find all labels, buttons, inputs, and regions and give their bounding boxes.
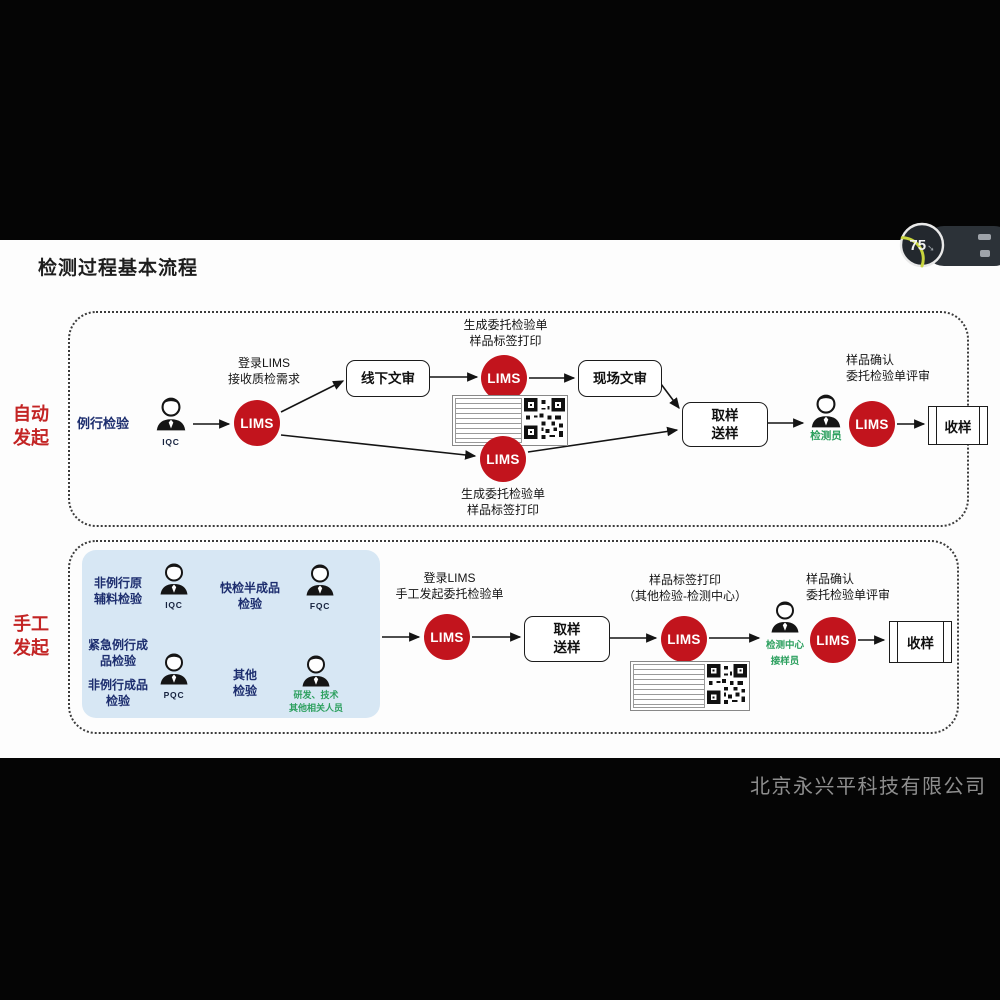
actor-iqc-manual-role: IQC [165,600,183,610]
label-table [633,664,705,708]
actor-pqc [156,651,192,687]
label-qr [524,398,565,443]
actor-fqc [302,562,338,598]
source-nonroutine-finished: 非例行成品检验 [87,678,148,708]
predefined-process-bar [897,622,898,662]
actor-test-center [767,599,803,635]
predefined-process-bar [936,407,937,444]
actor-iqc [152,395,190,433]
box-onsite-review: 现场文审 [578,360,662,397]
screen-recorder-overlay[interactable]: 75➘ [898,221,1000,273]
source-urgent-routine-finished: 紧急例行成品检验 [87,638,148,668]
actor-other [298,653,334,689]
sample-label-printout-manual [630,661,750,711]
lims-node-manual-login: LIMS [424,614,470,660]
lane-manual [68,540,959,734]
company-watermark: 北京永兴平科技有限公司 [750,776,987,798]
box-receive-manual: 收样 [889,621,952,663]
recorder-value: 75 [909,236,927,254]
person-icon [306,564,334,596]
person-icon [156,397,186,431]
lane-auto-label: 自动发起 [13,404,49,449]
actor-other-role-1: 研发、技术 [293,690,339,700]
label-table [455,398,522,443]
source-quickcheck-semifinished: 快检半成品检验 [219,581,280,611]
recorder-status-icon [980,250,990,257]
note-sample-confirm-manual: 样品确认委托检验单评审 [806,572,891,603]
source-other-inspection: 其他检验 [232,668,257,698]
actor-tester [807,392,845,430]
lane-manual-label: 手工发起 [13,614,49,659]
box-offline-review: 线下文审 [346,360,430,397]
slide-title: 检测过程基本流程 [38,258,199,279]
progress-arc-icon [900,236,925,268]
cursor-icon: ➘ [927,242,935,253]
trigger-routine-inspection: 例行检验 [76,416,129,431]
note-generate-order-bottom: 生成委托检验单样品标签打印 [460,487,545,518]
recorder-progress-circle[interactable]: 75➘ [898,221,946,269]
top-letterbox-bar [0,0,1000,240]
actor-iqc-role: IQC [162,437,180,447]
actor-other-role-2: 其他相关人员 [288,703,343,713]
actor-tester-role: 检测员 [810,430,842,442]
lims-node-generate-bottom: LIMS [480,436,526,482]
lims-node-login: LIMS [234,400,280,446]
bottom-letterbox-bar: 北京永兴平科技有限公司 [0,758,1000,1000]
person-icon [160,563,188,595]
lims-node-confirm-auto: LIMS [849,401,895,447]
qr-code-icon [524,398,565,439]
person-icon [811,394,841,428]
note-label-print: 样品标签打印（其他检验-检测中心） [623,573,747,604]
box-sampling-manual: 取样送样 [524,616,610,662]
lims-node-confirm-manual: LIMS [810,617,856,663]
box-receive-auto: 收样 [928,406,988,445]
lims-node-generate-top: LIMS [481,355,527,401]
lims-node-label-print: LIMS [661,616,707,662]
note-generate-order-top: 生成委托检验单样品标签打印 [463,318,548,349]
box-sampling-auto: 取样送样 [682,402,768,447]
qr-code-icon [707,664,747,704]
note-sample-confirm-auto: 样品确认委托检验单评审 [846,353,931,384]
predefined-process-bar [943,622,944,662]
source-nonroutine-raw: 非例行原辅料检验 [93,576,142,606]
actor-iqc-manual [156,561,192,597]
actor-test-center-role-1: 检测中心 [765,640,804,651]
person-icon [771,601,799,633]
label-qr [707,664,747,708]
actor-test-center-role-2: 接样员 [770,656,800,667]
recorder-status-icon [978,234,991,240]
actor-fqc-role: FQC [309,601,331,611]
manual-sources-group [82,550,380,718]
person-icon [160,653,188,685]
predefined-process-bar [979,407,980,444]
actor-pqc-role: PQC [163,690,185,700]
sample-label-printout [452,395,568,446]
person-icon [302,655,330,687]
